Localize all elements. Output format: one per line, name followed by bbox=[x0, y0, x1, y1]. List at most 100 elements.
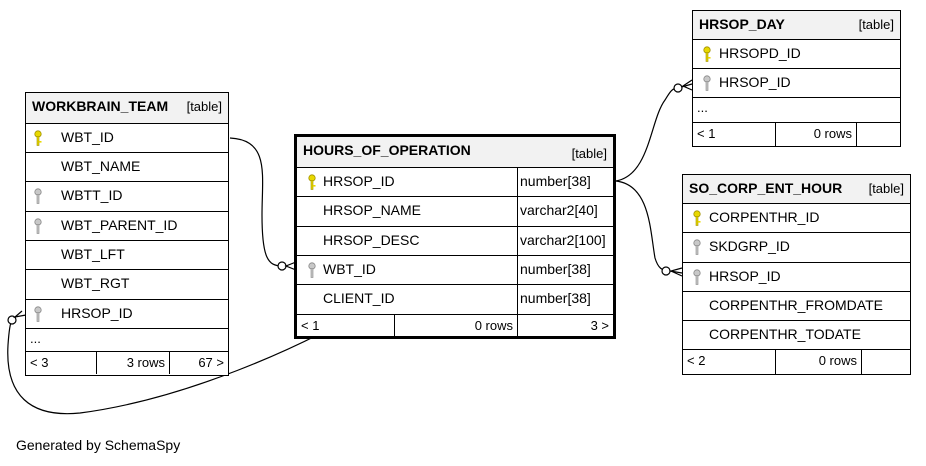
column-name: WBT_ID bbox=[61, 129, 114, 145]
table-footer: < 1 0 rows bbox=[693, 123, 900, 146]
table-kind: [table] bbox=[571, 146, 607, 161]
column-name: CORPENTHR_FROMDATE bbox=[709, 297, 883, 313]
edge-end-circle bbox=[673, 83, 683, 93]
table-footer: < 2 0 rows bbox=[683, 350, 910, 374]
table-header: HOURS_OF_OPERATION [table] bbox=[297, 137, 613, 168]
column-name: WBTT_ID bbox=[61, 187, 123, 203]
crowfoot-icon bbox=[669, 267, 683, 277]
more-columns: ... bbox=[26, 329, 228, 352]
column-name: WBT_PARENT_ID bbox=[61, 217, 178, 233]
column-row[interactable]: HRSOP_DESC varchar2[100] bbox=[297, 227, 613, 256]
column-row[interactable]: CORPENTHR_TODATE bbox=[683, 321, 910, 350]
column-type: varchar2[100] bbox=[517, 227, 613, 255]
column-name: HRSOP_ID bbox=[323, 173, 395, 189]
column-name: HRSOP_ID bbox=[719, 74, 791, 90]
row-count: 0 rows bbox=[394, 315, 517, 336]
primary-key-icon bbox=[693, 210, 701, 226]
row-count: 0 rows bbox=[775, 350, 861, 374]
column-name: WBT_LFT bbox=[61, 246, 125, 262]
foreign-key-icon bbox=[34, 188, 42, 204]
child-count: 3 > bbox=[517, 315, 613, 336]
column-name: HRSOP_DESC bbox=[323, 232, 420, 248]
table-workbrain-team[interactable]: WORKBRAIN_TEAM [table] WBT_ID WBT_NAME W… bbox=[25, 92, 229, 376]
column-name: HRSOP_ID bbox=[61, 305, 133, 321]
table-footer: < 1 0 rows 3 > bbox=[297, 315, 613, 336]
column-row[interactable]: WBT_NAME bbox=[26, 153, 228, 182]
column-row[interactable]: HRSOP_ID number[38] bbox=[297, 168, 613, 197]
table-so-corp-ent-hour[interactable]: SO_CORP_ENT_HOUR [table] CORPENTHR_ID SK… bbox=[682, 174, 911, 375]
table-name: SO_CORP_ENT_HOUR bbox=[689, 180, 843, 196]
column-name: SKDGRP_ID bbox=[709, 238, 790, 254]
column-name: CORPENTHR_ID bbox=[709, 209, 820, 225]
column-row[interactable]: WBT_LFT bbox=[26, 241, 228, 270]
column-row[interactable]: CORPENTHR_FROMDATE bbox=[683, 292, 910, 321]
table-kind: [table] bbox=[186, 99, 222, 114]
row-count: 0 rows bbox=[775, 123, 856, 146]
primary-key-icon bbox=[34, 130, 42, 146]
column-row[interactable]: WBT_ID bbox=[26, 124, 228, 153]
ellipsis: ... bbox=[697, 100, 708, 115]
table-hours-of-operation[interactable]: HOURS_OF_OPERATION [table] HRSOP_ID numb… bbox=[294, 134, 616, 339]
table-footer: < 3 3 rows 67 > bbox=[26, 352, 228, 374]
foreign-key-icon bbox=[693, 269, 701, 285]
table-name: HOURS_OF_OPERATION bbox=[303, 142, 471, 158]
more-columns: ... bbox=[693, 98, 900, 123]
column-row[interactable]: WBT_ID number[38] bbox=[297, 256, 613, 285]
edge-end-circle bbox=[7, 315, 17, 325]
crowfoot-icon bbox=[284, 261, 297, 271]
column-row[interactable]: WBT_RGT bbox=[26, 270, 228, 300]
column-row[interactable]: SKDGRP_ID bbox=[683, 233, 910, 263]
row-count: 3 rows bbox=[96, 352, 169, 374]
table-kind: [table] bbox=[858, 17, 894, 32]
generated-by-footer: Generated by SchemaSpy bbox=[16, 437, 181, 453]
column-row[interactable]: WBTT_ID bbox=[26, 182, 228, 212]
column-name: HRSOP_ID bbox=[709, 268, 781, 284]
column-type: number[38] bbox=[517, 256, 613, 284]
column-name: CORPENTHR_TODATE bbox=[709, 326, 861, 342]
column-name: HRSOP_NAME bbox=[323, 202, 422, 218]
primary-key-icon bbox=[308, 174, 316, 190]
column-row[interactable]: HRSOP_ID bbox=[26, 300, 228, 329]
child-count: 67 > bbox=[169, 352, 228, 374]
table-header: SO_CORP_ENT_HOUR [table] bbox=[683, 175, 910, 204]
ellipsis: ... bbox=[30, 331, 41, 346]
foreign-key-icon bbox=[703, 75, 711, 91]
child-count bbox=[861, 350, 910, 374]
column-row[interactable]: HRSOP_ID bbox=[683, 263, 910, 292]
table-kind: [table] bbox=[868, 181, 904, 196]
child-count bbox=[856, 123, 900, 146]
column-row[interactable]: HRSOP_ID bbox=[693, 69, 900, 98]
foreign-key-icon bbox=[693, 239, 701, 255]
column-row[interactable]: WBT_PARENT_ID bbox=[26, 212, 228, 241]
column-type: number[38] bbox=[517, 285, 613, 314]
foreign-key-icon bbox=[308, 262, 316, 278]
parent-count: < 2 bbox=[687, 353, 706, 368]
parent-count: < 3 bbox=[30, 355, 49, 370]
column-name: WBT_ID bbox=[323, 261, 376, 277]
column-row[interactable]: HRSOPD_ID bbox=[693, 40, 900, 69]
crowfoot-icon bbox=[12, 310, 27, 318]
parent-count: < 1 bbox=[697, 126, 716, 141]
table-header: WORKBRAIN_TEAM [table] bbox=[26, 93, 228, 124]
column-name: WBT_RGT bbox=[61, 275, 130, 291]
edge-corp-hrsop bbox=[615, 180, 683, 274]
table-name: WORKBRAIN_TEAM bbox=[32, 98, 169, 114]
table-header: HRSOP_DAY [table] bbox=[693, 11, 900, 40]
edge-wbt-id bbox=[229, 137, 283, 267]
column-type: number[38] bbox=[517, 168, 613, 196]
column-row[interactable]: CLIENT_ID number[38] bbox=[297, 285, 613, 315]
column-name: HRSOPD_ID bbox=[719, 45, 801, 61]
edge-end-circle bbox=[661, 266, 671, 276]
crowfoot-icon bbox=[681, 79, 693, 91]
column-name: CLIENT_ID bbox=[323, 290, 395, 306]
column-row[interactable]: CORPENTHR_ID bbox=[683, 204, 910, 233]
table-hrsop-day[interactable]: HRSOP_DAY [table] HRSOPD_ID HRSOP_ID ...… bbox=[692, 10, 901, 147]
column-row[interactable]: HRSOP_NAME varchar2[40] bbox=[297, 197, 613, 227]
parent-count: < 1 bbox=[301, 318, 320, 333]
column-type: varchar2[40] bbox=[517, 197, 613, 226]
column-name: WBT_NAME bbox=[61, 158, 141, 174]
foreign-key-icon bbox=[34, 218, 42, 234]
primary-key-icon bbox=[703, 46, 711, 62]
foreign-key-icon bbox=[34, 306, 42, 322]
edge-day-hrsop bbox=[615, 83, 693, 182]
